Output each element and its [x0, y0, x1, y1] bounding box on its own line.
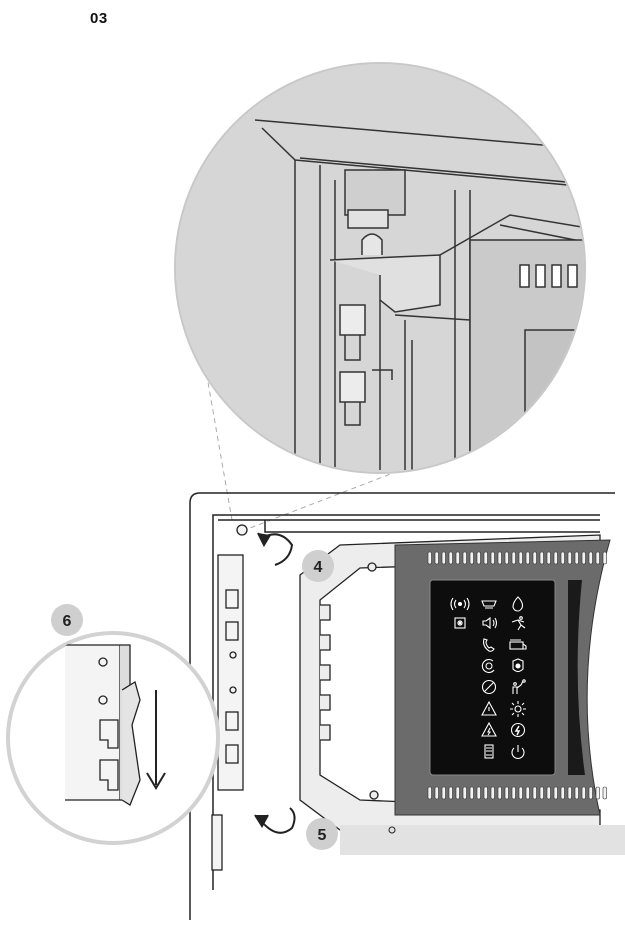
step-number: 03 [90, 10, 108, 27]
vent-slot [455, 551, 460, 565]
vent-slot [469, 551, 474, 565]
rotate-arrow-bottom [254, 807, 296, 834]
panel-icon [484, 744, 494, 759]
vent-slot [518, 551, 523, 565]
smoke-detector-icon [481, 600, 497, 609]
vent-slot [532, 551, 537, 565]
vent-slot [441, 551, 446, 565]
vent-slot [497, 551, 502, 565]
electrical-warning-icon [481, 721, 497, 737]
power-icon [511, 745, 525, 759]
alarm-signal-icon [450, 597, 470, 611]
vent-slot [539, 551, 544, 565]
vent-slot [602, 786, 607, 800]
callout-6-label: 6 [63, 613, 72, 630]
vent-slot [497, 786, 502, 800]
vent-slot [427, 786, 432, 800]
callout-4-label: 4 [314, 559, 323, 576]
vent-slot [581, 551, 586, 565]
vent-slot [434, 551, 439, 565]
vent-slot [546, 786, 551, 800]
callout-6: 6 [51, 604, 83, 636]
vent-slot [553, 786, 558, 800]
vent-slot [532, 786, 537, 800]
zoom-connector-lines [204, 364, 441, 529]
vent-slot [574, 786, 579, 800]
sounder-icon [482, 616, 498, 630]
control-panel [394, 539, 611, 816]
vent-slot [518, 786, 523, 800]
vent-slots-bottom [427, 786, 607, 800]
vent-slot [560, 786, 565, 800]
vent-slot [588, 551, 593, 565]
down-arrow-icon [146, 690, 166, 790]
vent-slot [511, 551, 516, 565]
screw-icon [388, 826, 396, 834]
vent-slot [553, 551, 558, 565]
vent-slot [483, 551, 488, 565]
fault-icon [454, 617, 466, 629]
vent-slot [476, 786, 481, 800]
housing-bottom [340, 825, 625, 855]
power-fault-icon [510, 722, 526, 738]
vent-slot [476, 551, 481, 565]
reset-icon [481, 658, 495, 674]
rotate-arrow-top [257, 532, 294, 566]
vent-slot [490, 786, 495, 800]
vent-slot [483, 786, 488, 800]
vent-slot [567, 551, 572, 565]
vent-slot [539, 786, 544, 800]
vent-slot [490, 551, 495, 565]
vent-slot [441, 786, 446, 800]
vent-slot [434, 786, 439, 800]
fire-icon [512, 596, 524, 612]
vent-slot [574, 551, 579, 565]
vent-slot [511, 786, 516, 800]
vent-slot [448, 551, 453, 565]
vent-slot [462, 551, 467, 565]
vent-slot [525, 786, 530, 800]
vent-slot [581, 786, 586, 800]
vent-slot [504, 786, 509, 800]
vent-slot [462, 786, 467, 800]
vent-slot [546, 551, 551, 565]
second-screen [568, 580, 585, 775]
callout-4: 4 [302, 550, 334, 582]
callout-5: 5 [306, 818, 338, 850]
vent-slots-top [427, 551, 607, 565]
warning-icon [481, 700, 497, 716]
test-icon [512, 679, 526, 694]
extinguishing-icon [512, 658, 524, 673]
vent-slot [448, 786, 453, 800]
vent-slot [427, 551, 432, 565]
vent-slot [602, 551, 607, 565]
vent-slot [455, 786, 460, 800]
fire-truck-icon [509, 639, 527, 650]
rail-detail-magnifier [6, 631, 220, 845]
vent-slot [469, 786, 474, 800]
mounting-rail [211, 524, 248, 871]
day-mode-icon [510, 701, 526, 717]
callout-5-label: 5 [318, 827, 327, 844]
magnified-detail [174, 62, 586, 474]
vent-slot [595, 551, 600, 565]
vent-slot [567, 786, 572, 800]
vent-slot [525, 551, 530, 565]
disabled-icon [481, 679, 497, 695]
vent-slot [504, 551, 509, 565]
vent-slot [560, 551, 565, 565]
phone-icon [483, 638, 495, 652]
vent-slot [588, 786, 593, 800]
evacuation-icon [511, 616, 526, 631]
vent-slot [595, 786, 600, 800]
